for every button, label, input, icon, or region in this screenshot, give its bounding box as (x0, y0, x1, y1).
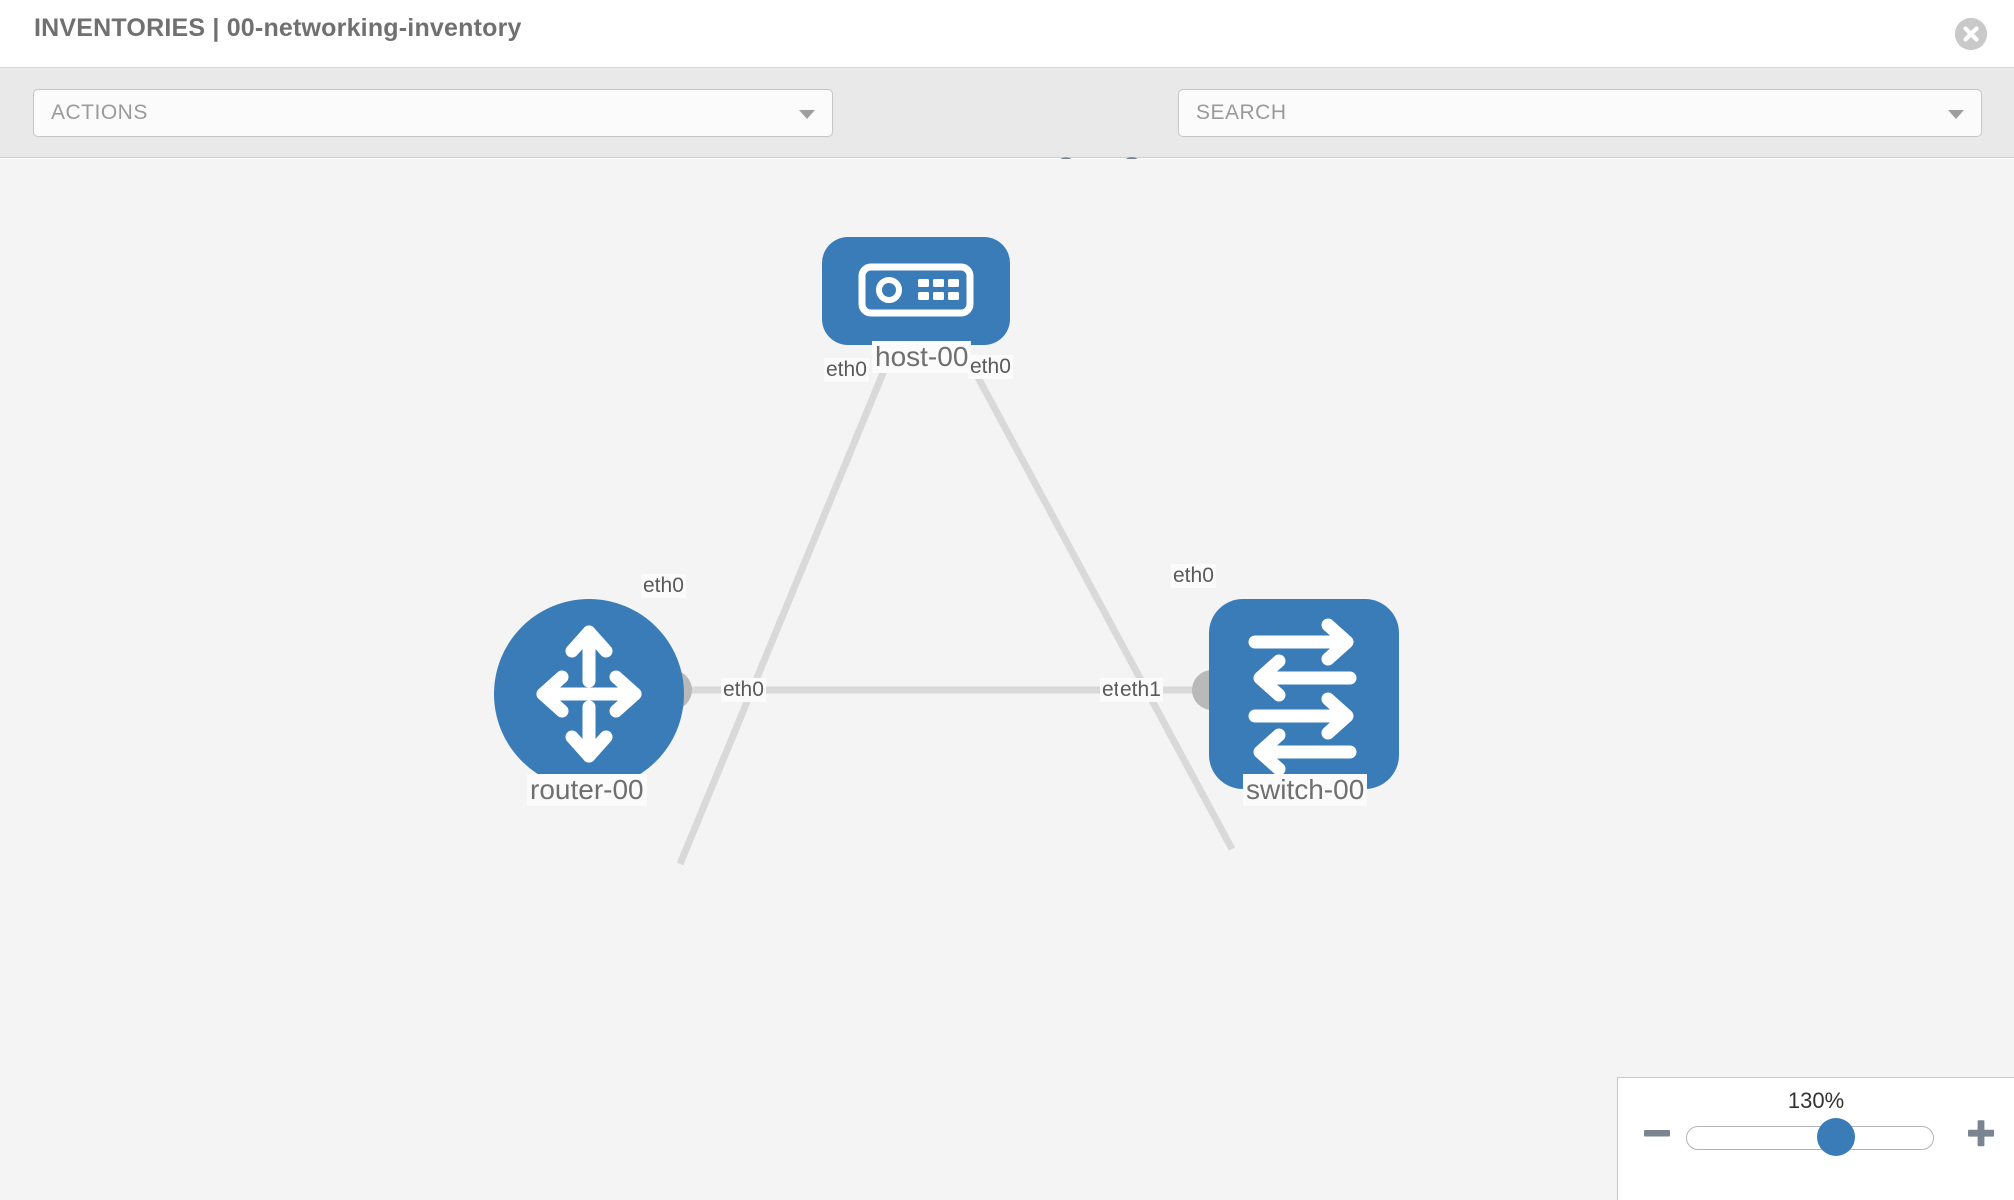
minus-icon[interactable] (1640, 1116, 1674, 1150)
zoom-level-value: 130% (1787, 1088, 1845, 1113)
chevron-down-icon (1948, 110, 1964, 119)
actions-dropdown[interactable]: ACTIONS (33, 89, 833, 137)
topology-canvas[interactable]: host-00 router-00 switch-00 eth0 eth0 et… (0, 159, 2014, 1200)
zoom-control-panel: 130% (1617, 1077, 2014, 1200)
node-host-00 (822, 237, 1010, 345)
edge-label-switch00-host00: eth0 (1171, 564, 1216, 589)
node-router-00-hitarea[interactable] (494, 599, 684, 789)
plus-icon[interactable] (1964, 1116, 1998, 1150)
edge-label-router00-switch00-from: eth0 (721, 678, 766, 703)
search-input[interactable]: SEARCH (1178, 89, 1982, 137)
node-host-00-hitarea[interactable] (822, 237, 1010, 345)
edge-label-router00-host00: eth0 (641, 574, 686, 599)
node-label-router-00: router-00 (527, 774, 647, 807)
node-router-00 (494, 599, 684, 789)
edge-label-host00-router00-from: eth0 (824, 358, 869, 383)
topology-connectors (672, 322, 1253, 710)
page-header: INVENTORIES | 00-networking-inventory (0, 0, 2014, 68)
toolbar: ACTIONS SEARC (0, 68, 2014, 194)
search-placeholder: SEARCH (1196, 101, 1287, 124)
node-switch-00-hitarea[interactable] (1209, 599, 1399, 789)
topology-edges (676, 342, 1236, 866)
actions-dropdown-label: ACTIONS (51, 101, 148, 124)
node-label-host-00: host-00 (872, 341, 972, 374)
node-label-switch-00: switch-00 (1243, 774, 1368, 807)
chevron-down-icon (799, 110, 815, 119)
close-icon[interactable] (1955, 18, 1987, 50)
zoom-slider-thumb[interactable] (1817, 1118, 1855, 1156)
edge-label-switch00-router00: eth1 (1118, 678, 1163, 703)
node-switch-00 (1209, 599, 1399, 789)
zoom-slider[interactable] (1686, 1126, 1934, 1150)
edge-label-host00-switch00-from: eth0 (968, 355, 1013, 380)
page-title: INVENTORIES | 00-networking-inventory (34, 14, 522, 42)
